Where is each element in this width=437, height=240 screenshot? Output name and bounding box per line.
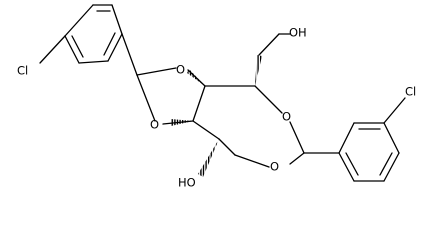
bond [218, 138, 236, 156]
bond [71, 35, 84, 58]
bond [78, 60, 109, 64]
bond [111, 4, 123, 35]
hydroxyl-label-bottom: HO [178, 176, 196, 190]
bond [192, 85, 206, 122]
oxygen-label-dioxolane-top: O [176, 63, 185, 77]
bond [345, 152, 359, 176]
bond [136, 74, 156, 122]
bond [379, 152, 393, 176]
bond [383, 122, 400, 154]
bond [103, 32, 116, 56]
bond [338, 122, 355, 154]
chlorine-label-left: Cl [17, 64, 28, 78]
structure-canvas: Cl O O O O OH HO Cl [17, 4, 416, 190]
dioxocane-ring [192, 85, 305, 168]
c-cl-bond-right [383, 97, 406, 124]
left-benzene-ring [64, 4, 123, 64]
bond [258, 33, 280, 56]
stereo-hash-bond [187, 69, 205, 86]
hydroxyl-label-top: OH [289, 26, 307, 40]
bond [192, 120, 220, 140]
stereo-hash-bond [255, 55, 262, 86]
molecule-drawing: Cl O O O O OH HO Cl [17, 4, 416, 190]
stereo-hash-bond [171, 119, 193, 126]
c-cl-bond-left [39, 35, 66, 64]
bond [289, 152, 305, 165]
bond [136, 67, 177, 76]
chlorine-label-right: Cl [405, 85, 416, 99]
bond [234, 154, 270, 168]
right-benzene-ring [338, 122, 400, 182]
bond [64, 35, 80, 64]
bond [107, 33, 123, 62]
bond [121, 33, 138, 76]
bond [254, 85, 283, 114]
bond [289, 121, 305, 154]
stereo-hash-bond [198, 139, 219, 177]
oxygen-label-ring-bottom: O [270, 160, 279, 174]
bond [338, 152, 355, 182]
bond [64, 4, 94, 37]
oxygen-label-dioxolane-bottom: O [150, 118, 159, 132]
bond [383, 152, 400, 182]
oxygen-label-ring-top: O [282, 110, 291, 124]
